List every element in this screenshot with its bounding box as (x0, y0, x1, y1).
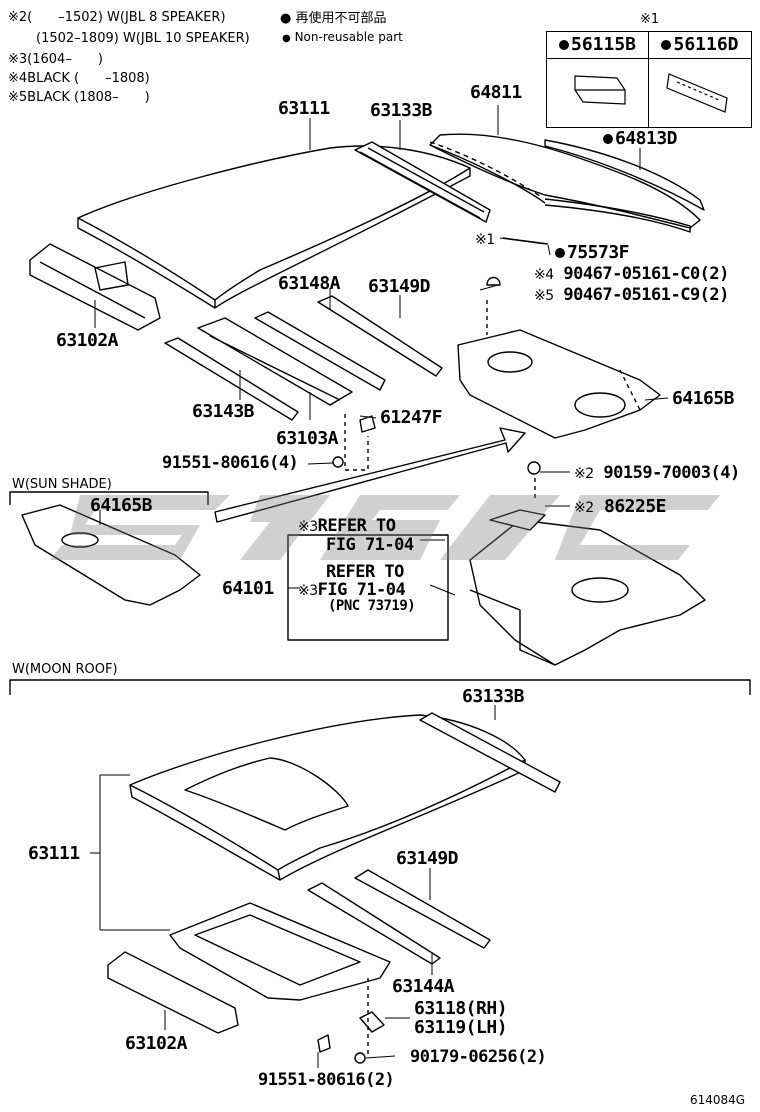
label-moon-63119[interactable]: 63119(LH) (414, 1017, 508, 1038)
note-date-1604: ※3(1604– ) (8, 52, 103, 67)
label-moon-63149D[interactable]: 63149D (396, 848, 459, 869)
moon-roof-clips-drawing (317, 978, 385, 1064)
box-part-56115B: 56115B (547, 32, 648, 59)
moon-roof-bracket (9, 679, 751, 695)
label-63111[interactable]: 63111 (278, 98, 330, 119)
label-fig-71-04-2[interactable]: ※3FIG 71-04 (298, 580, 406, 600)
sun-shade-tray-drawing (21, 504, 201, 606)
section-moon-roof: W(MOON ROOF) (12, 662, 118, 677)
label-moon-63133B[interactable]: 63133B (462, 686, 525, 707)
label-moon-63102A[interactable]: 63102A (125, 1033, 188, 1054)
label-64101[interactable]: 64101 (222, 578, 274, 599)
package-tray-drawing (457, 300, 661, 439)
label-64813D[interactable]: 64813D (603, 128, 678, 149)
note-speaker-8: ※2( –1502) W(JBL 8 SPEAKER) (8, 10, 226, 25)
label-63133B[interactable]: 63133B (370, 100, 433, 121)
label-90467-C9[interactable]: ※5 90467-05161-C9(2) (534, 285, 729, 305)
label-75573F[interactable]: 75573F (555, 242, 630, 263)
reference-arrow (214, 427, 526, 523)
label-63149D[interactable]: 63149D (368, 276, 431, 297)
rear-header-rail-drawing (354, 141, 491, 223)
label-refer-to-2[interactable]: REFER TO (326, 562, 404, 582)
label-90159[interactable]: ※2 90159-70003(4) (574, 463, 740, 483)
box-part-56116D: 56116D (649, 32, 751, 59)
label-moon-63111[interactable]: 63111 (28, 843, 80, 864)
label-refer-to-1[interactable]: ※3REFER TO (298, 516, 396, 536)
roof-bows-drawing (164, 295, 443, 421)
box-mark: ※1 (640, 12, 660, 27)
moon-roof-rail-drawing (419, 712, 561, 793)
label-fig-71-04-1[interactable]: FIG 71-04 (326, 535, 414, 555)
seal-part-box: 56115B 56116D (546, 31, 752, 128)
back-window-drawing (429, 133, 705, 245)
section-sun-shade: W(SUN SHADE) (12, 477, 112, 492)
label-63103A[interactable]: 63103A (276, 428, 339, 449)
label-64811[interactable]: 64811 (470, 82, 522, 103)
moon-roof-frame-drawing (169, 902, 391, 1001)
note-black-1808-after: ※5BLACK (1808– ) (8, 90, 150, 105)
clips-drawing (332, 276, 501, 471)
label-86225E[interactable]: ※2 86225E (574, 496, 667, 517)
label-moon-63118[interactable]: 63118(RH) (414, 998, 508, 1019)
sun-shade-bracket (9, 491, 209, 505)
label-63102A[interactable]: 63102A (56, 330, 119, 351)
front-header-drawing (29, 243, 161, 331)
diagram-code: 614084G (690, 1093, 746, 1107)
label-64165B-sun-shade[interactable]: 64165B (90, 495, 153, 516)
label-64165B[interactable]: 64165B (672, 388, 735, 409)
label-moon-63144A[interactable]: 63144A (392, 976, 455, 997)
label-pnc-73719[interactable]: (PNC 73719) (328, 598, 416, 614)
label-91551-4[interactable]: 91551-80616(4) (162, 453, 299, 473)
moon-roof-front-header-drawing (107, 951, 239, 1034)
label-61247F[interactable]: 61247F (380, 407, 443, 428)
label-63148A[interactable]: 63148A (278, 273, 341, 294)
label-moon-90179[interactable]: 90179-06256(2) (410, 1047, 547, 1067)
moon-roof-bows-drawing (307, 869, 491, 965)
note-black-1808-before: ※4BLACK ( –1808) (8, 71, 150, 86)
moon-roof-panel-drawing (129, 714, 526, 881)
legend-non-reusable-jp: ● 再使用不可部品 (280, 11, 387, 26)
leader-lines (90, 105, 669, 1068)
rear-body-panel-drawing (287, 461, 706, 666)
label-90467-C0[interactable]: ※4 90467-05161-C0(2) (534, 264, 729, 284)
seal-pictures (574, 73, 728, 113)
label-mark-1: ※1 (475, 232, 495, 248)
note-speaker-10: (1502–1809) W(JBL 10 SPEAKER) (36, 31, 250, 46)
legend-non-reusable-en: ● Non-reusable part (282, 30, 403, 44)
label-63143B[interactable]: 63143B (192, 401, 255, 422)
label-moon-91551[interactable]: 91551-80616(2) (258, 1070, 395, 1090)
